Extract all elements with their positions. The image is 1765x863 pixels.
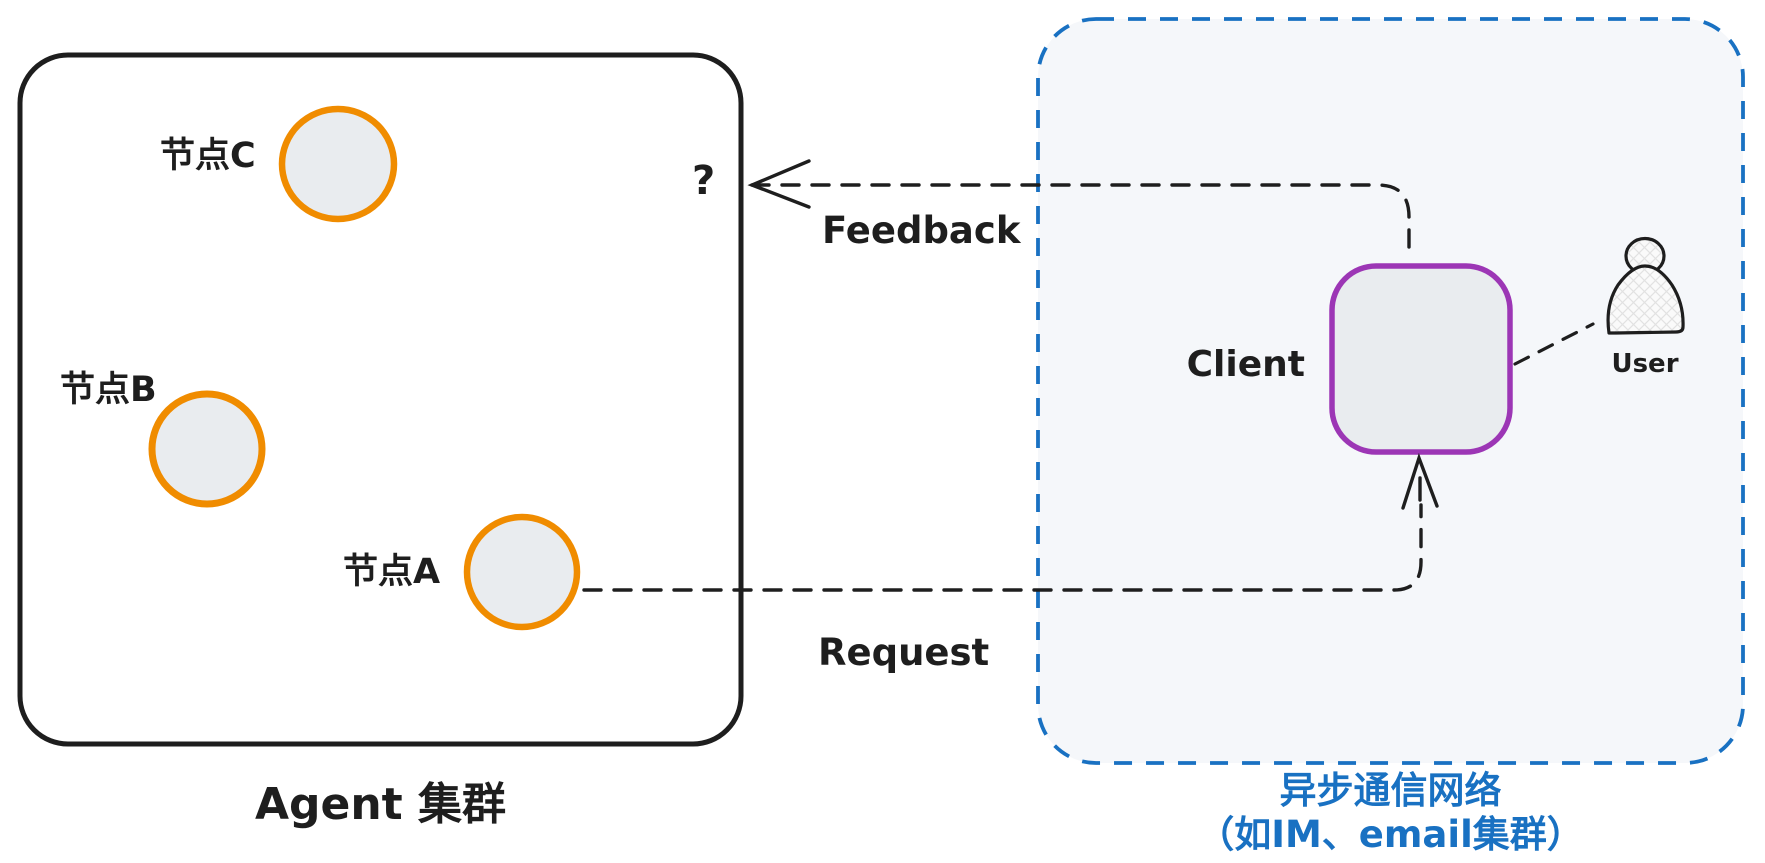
request-line (582, 503, 1423, 592)
user-label: User (1611, 349, 1679, 379)
user-client-line (1513, 322, 1595, 366)
node-a-circle (463, 513, 581, 631)
async-network-title-line2: （如IM、email集群） (1197, 813, 1584, 856)
node-c-circle (278, 105, 398, 223)
node-c-label: 节点C (160, 136, 256, 176)
question-mark: ? (692, 158, 716, 204)
node-b-circle (148, 390, 266, 508)
async-network-title-line1: 异步通信网络 (1279, 769, 1502, 812)
request-label: Request (818, 631, 990, 674)
agent-cluster-title: Agent 集群 (254, 779, 507, 830)
node-a-label: 节点A (343, 552, 441, 592)
request-arrowhead-icon (1401, 452, 1439, 510)
node-b-label: 节点B (60, 370, 157, 410)
feedback-arrowhead-icon (747, 159, 811, 209)
client-box (1329, 263, 1513, 455)
feedback-line (750, 183, 1411, 260)
user-icon (1606, 236, 1685, 335)
client-label: Client (1186, 344, 1305, 385)
feedback-label: Feedback (822, 209, 1021, 252)
